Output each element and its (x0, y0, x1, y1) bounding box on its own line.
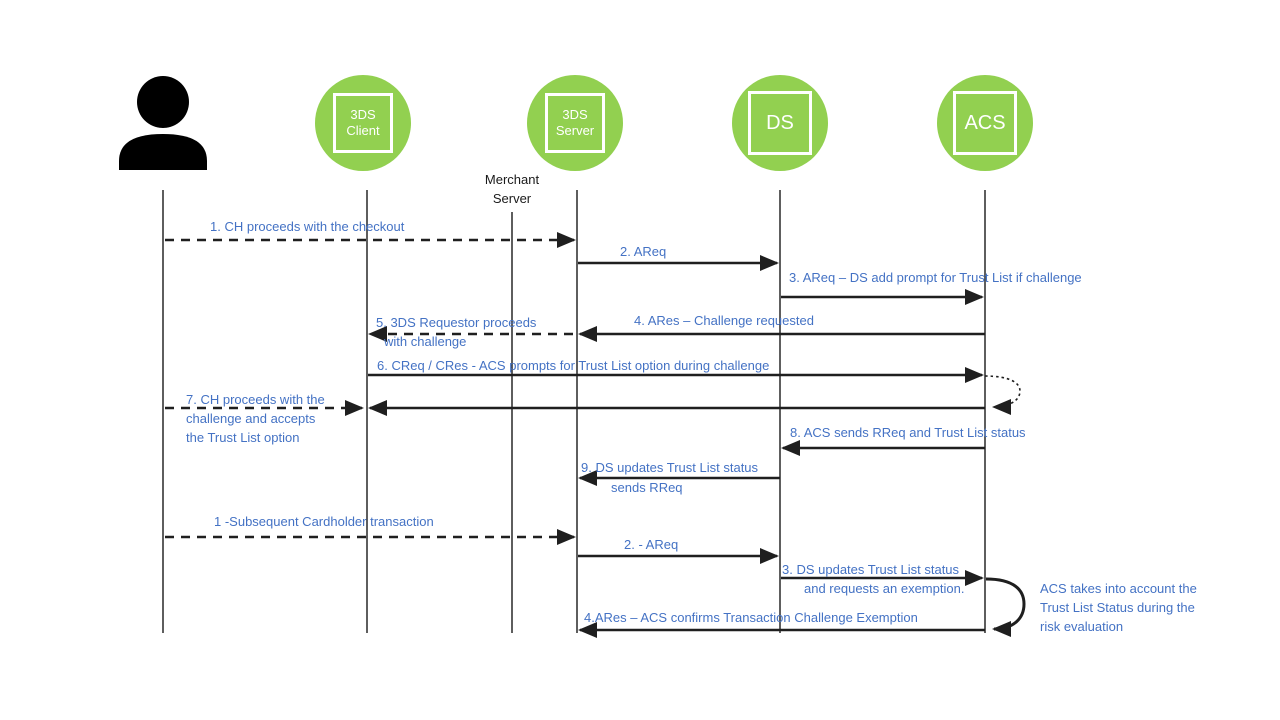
actor-ds: DS (732, 75, 828, 171)
actor-3ds-server-label-line2: Server (555, 123, 595, 138)
actor-acs-box: ACS (953, 91, 1017, 155)
message-7-label-line1: 7. CH proceeds with the (186, 392, 325, 407)
acs-note-line1: ACS takes into account the (1040, 581, 1197, 596)
message-9-label-line1: 9. DS updates Trust List status (581, 460, 759, 475)
subsequent-3-label-line2: and requests an exemption. (804, 581, 965, 596)
actor-3ds-client-box: 3DS Client (333, 93, 393, 153)
actor-3ds-server-box: 3DS Server (545, 93, 605, 153)
actor-3ds-client: 3DS Client (315, 75, 411, 171)
message-4-label: 4. ARes – Challenge requested (634, 313, 814, 328)
message-1-label: 1. CH proceeds with the checkout (210, 219, 405, 234)
subsequent-1-label: 1 -Subsequent Cardholder transaction (214, 514, 434, 529)
subsequent-2-label: 2. - AReq (624, 537, 679, 552)
message-7-label-line2: challenge and accepts (186, 411, 316, 426)
acs-self-loop-risk-eval (985, 577, 1026, 637)
actor-3ds-client-label-line2: Client (346, 123, 380, 138)
acs-note-line2: Trust List Status during the (1040, 600, 1195, 615)
merchant-server-label-line1: Merchant (484, 172, 540, 187)
message-3-label: 3. AReq – DS add prompt for Trust List i… (789, 270, 1082, 285)
message-9-label-line2: sends RReq (611, 480, 683, 495)
message-5-label-line1: 5. 3DS Requestor proceeds (376, 315, 537, 330)
actor-3ds-server: 3DS Server (527, 75, 623, 171)
lifelines (162, 190, 986, 633)
actor-acs-label: ACS (964, 112, 1006, 134)
merchant-server-label-line2: Server (492, 191, 532, 206)
actor-ds-box: DS (748, 91, 812, 155)
acs-self-loop-challenge (984, 375, 1021, 415)
message-2-label: 2. AReq (620, 244, 667, 259)
message-8-label: 8. ACS sends RReq and Trust List status (790, 425, 1026, 440)
person-icon (119, 76, 207, 170)
subsequent-3-label-line1: 3. DS updates Trust List status (782, 562, 960, 577)
actor-acs: ACS (937, 75, 1033, 171)
actor-3ds-client-label-line1: 3DS (350, 107, 376, 122)
actor-ds-label: DS (766, 112, 794, 134)
acs-note-line3: risk evaluation (1040, 619, 1124, 634)
message-5-label-line2: with challenge (384, 334, 467, 349)
message-arrows (165, 232, 1026, 638)
message-7-label-line3: the Trust List option (186, 430, 300, 445)
actor-3ds-server-label-line1: 3DS (562, 107, 588, 122)
subsequent-4-label: 4.ARes – ACS confirms Transaction Challe… (584, 610, 918, 625)
message-6-label: 6. CReq / CRes - ACS prompts for Trust L… (377, 358, 770, 373)
